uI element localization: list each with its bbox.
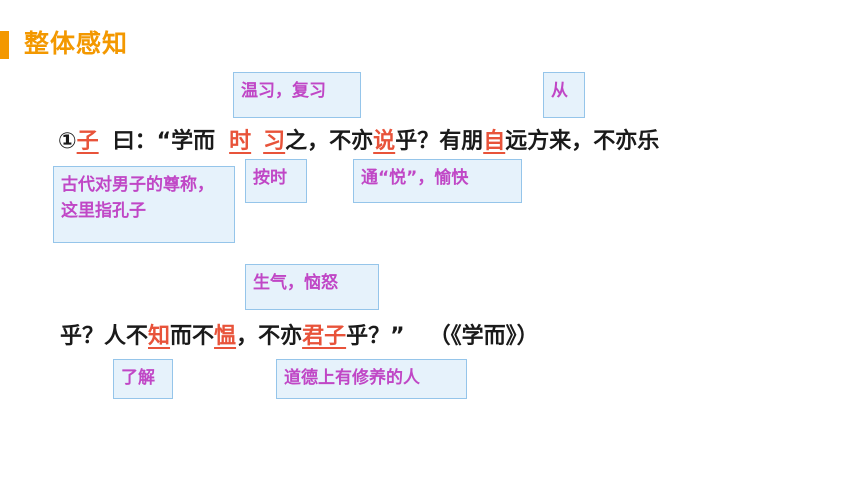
term-xi: 习 [263, 129, 286, 154]
note-cong: 从 [543, 72, 585, 118]
note-junzi: 道德上有修养的人 [276, 359, 467, 399]
text-segment: 远方来，不亦乐 [505, 129, 660, 154]
note-wenxi: 温习，复习 [233, 72, 361, 118]
text-segment: 而不 [170, 324, 215, 349]
text-segment: 乎？” [346, 324, 405, 349]
text-segment: 乎？人不 [60, 324, 149, 349]
term-zi: 子 [76, 129, 99, 154]
note-liaojie: 了解 [113, 359, 173, 399]
note-yun: 生气，恼怒 [245, 264, 379, 310]
term-zi-from: 自 [483, 129, 506, 154]
section-title: 整体感知 [24, 29, 129, 58]
term-shi: 时 [229, 129, 252, 154]
note-zi: 古代对男子的尊称，这里指孔子 [53, 166, 235, 243]
note-yue: 通“悦”，愉快 [353, 159, 522, 203]
section-accent-bar [0, 31, 9, 59]
term-yue: 说 [373, 129, 396, 154]
item-number: ① [58, 129, 77, 154]
text-segment: 之，不亦 [285, 129, 374, 154]
term-yun: 愠 [214, 324, 237, 349]
text-segment: 乎？有朋 [395, 129, 484, 154]
text-line-1: ①子曰：“学而时习之，不亦说乎？有朋自远方来，不亦乐 [58, 126, 659, 158]
source-citation: （《学而》） [428, 324, 539, 349]
text-segment: 曰：“学而 [112, 129, 216, 154]
text-line-2: 乎？人不知而不愠，不亦君子乎？” （《学而》） [60, 321, 539, 353]
term-zhi: 知 [148, 324, 171, 349]
note-anshi: 按时 [245, 159, 307, 203]
term-junzi: 君子 [302, 324, 347, 349]
text-segment: ，不亦 [236, 324, 303, 349]
